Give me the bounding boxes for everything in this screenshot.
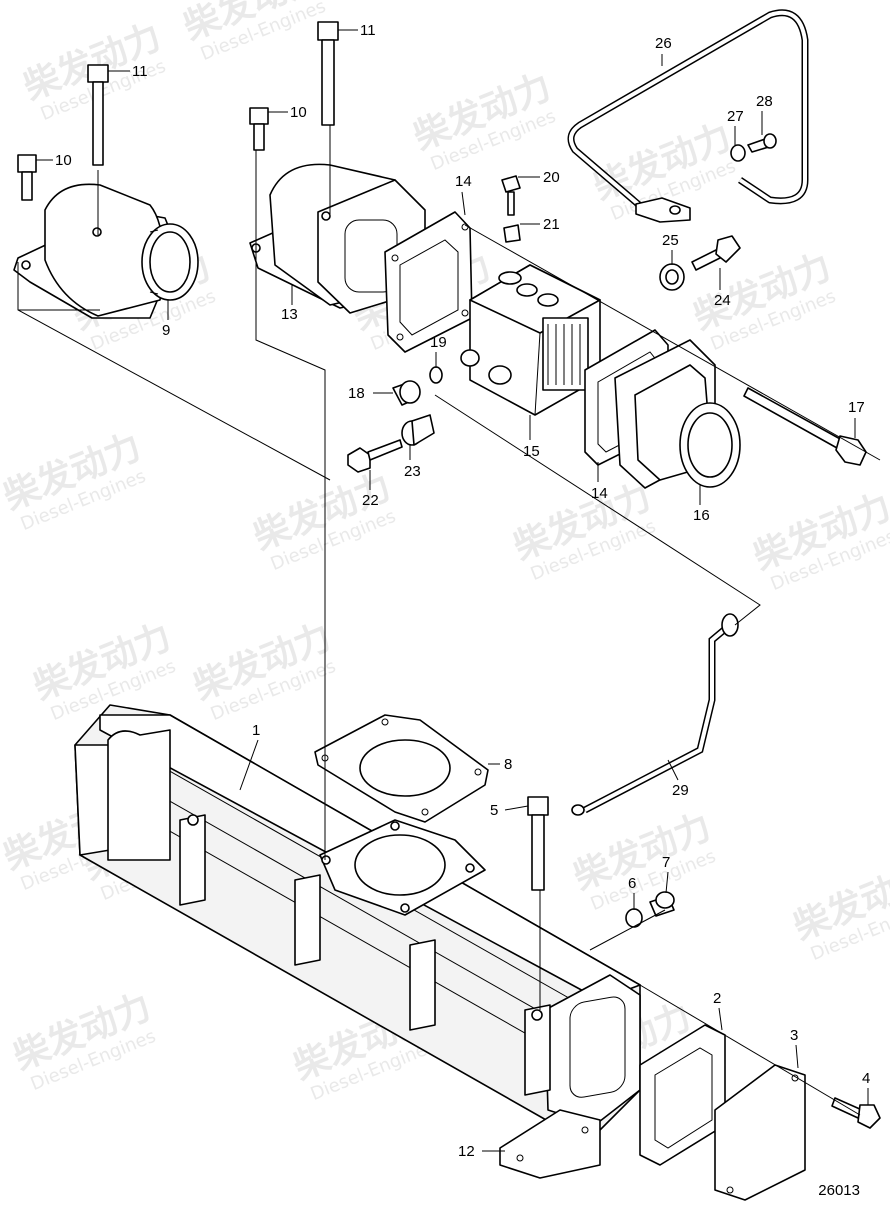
callout-22: 22 [362, 492, 379, 509]
part-5-bolt [527, 796, 549, 891]
part-6-washer [625, 908, 643, 928]
callout-6: 6 [628, 875, 636, 892]
callout-14: 14 [591, 485, 608, 502]
part-19-o-ring [429, 366, 443, 384]
callout-15: 15 [523, 443, 540, 460]
callout-23: 23 [404, 463, 421, 480]
callout-11: 11 [360, 22, 376, 39]
callout-3: 3 [790, 1027, 798, 1044]
callout-2: 2 [713, 990, 721, 1007]
callout-leader-5 [504, 805, 529, 811]
callout-25: 25 [662, 232, 679, 249]
callout-10: 10 [55, 152, 72, 169]
part-21-nut [503, 224, 521, 243]
callout-10: 10 [290, 104, 307, 121]
callout-27: 27 [727, 108, 744, 125]
part-27-washer [730, 144, 746, 162]
part-12-bracket [499, 1109, 601, 1179]
part-28-screw [747, 133, 777, 153]
part-29-pipe [571, 613, 739, 816]
assembly-lines [17, 125, 881, 1116]
callout-leader-2 [718, 1007, 723, 1031]
callout-14: 14 [455, 173, 472, 190]
callout-21: 21 [543, 216, 560, 233]
part-7-plug [649, 891, 675, 917]
callout-5: 5 [490, 802, 498, 819]
callout-8: 8 [504, 756, 512, 773]
part-18-plug [392, 380, 421, 406]
callout-13: 13 [281, 306, 298, 323]
part-1-exhaust-manifold [74, 704, 641, 1131]
part-25-washer [659, 263, 685, 291]
callout-leader-29 [667, 759, 679, 781]
part-11-bolt-left [87, 64, 109, 166]
callout-1: 1 [252, 722, 260, 739]
callout-16: 16 [693, 507, 710, 524]
callout-12: 12 [458, 1143, 475, 1160]
drawing-number: 26013 [818, 1182, 860, 1199]
callout-26: 26 [655, 35, 672, 52]
callout-24: 24 [714, 292, 731, 309]
callout-11: 11 [132, 63, 148, 80]
callout-28: 28 [756, 93, 773, 110]
callout-leader-3 [795, 1044, 799, 1069]
part-17-bolt [743, 387, 867, 466]
callout-18: 18 [348, 385, 365, 402]
part-23-fitting [401, 414, 435, 446]
part-10-bolt-middle [249, 107, 269, 151]
callout-20: 20 [543, 169, 560, 186]
part-10-bolt-left [17, 154, 37, 201]
part-11-bolt-middle [317, 21, 339, 126]
callout-9: 9 [162, 322, 170, 339]
part-16-outlet [614, 339, 741, 489]
callout-labels: 1234567891010111112131414151617181920212… [36, 22, 870, 1160]
callout-leader-14 [461, 191, 466, 216]
callout-29: 29 [672, 782, 689, 799]
callout-leader-7 [665, 871, 669, 894]
part-9-elbow [13, 183, 199, 319]
part-22-screw [347, 439, 403, 473]
part-24-screw [691, 235, 741, 271]
callout-leader-1 [239, 739, 259, 791]
part-15-valve-housing [460, 264, 601, 416]
callout-17: 17 [848, 399, 865, 416]
part-3-cover-plate [714, 1064, 806, 1201]
callout-4: 4 [862, 1070, 870, 1087]
callout-19: 19 [430, 334, 447, 351]
callout-7: 7 [662, 854, 670, 871]
part-8-gasket [314, 714, 489, 823]
part-20-screw [501, 175, 521, 216]
part-26-pipe [567, 9, 809, 223]
